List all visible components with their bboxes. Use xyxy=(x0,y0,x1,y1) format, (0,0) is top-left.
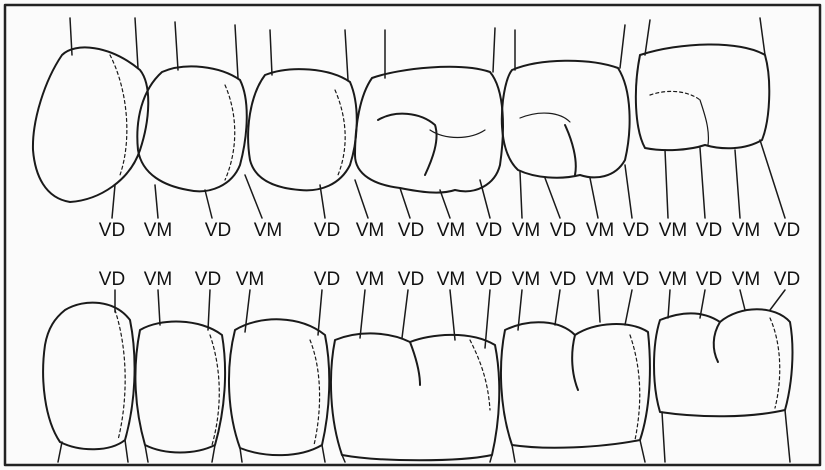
lower-label-5: VD xyxy=(314,270,340,289)
upper-label-9: VD xyxy=(476,221,502,240)
upper-label-3: VD xyxy=(205,221,231,240)
upper-label-6: VM xyxy=(356,221,385,240)
upper-label-2: VM xyxy=(144,221,173,240)
lower-label-4: VM xyxy=(236,270,265,289)
lower-tooth-1 xyxy=(43,303,134,450)
lower-label-7: VD xyxy=(398,270,424,289)
lower-tooth-3 xyxy=(229,319,329,455)
lower-leader-lines xyxy=(115,290,785,348)
upper-label-15: VD xyxy=(696,221,722,240)
lower-label-16: VM xyxy=(732,270,761,289)
lower-tooth-6 xyxy=(654,309,792,416)
upper-label-17: VD xyxy=(774,221,800,240)
upper-label-8: VM xyxy=(437,221,466,240)
lower-label-6: VM xyxy=(356,270,385,289)
upper-label-10: VM xyxy=(512,221,541,240)
upper-leader-lines xyxy=(112,140,785,218)
upper-label-16: VM xyxy=(732,221,761,240)
lower-label-8: VM xyxy=(437,270,466,289)
upper-label-5: VD xyxy=(314,221,340,240)
upper-tooth-1 xyxy=(33,47,148,202)
lower-label-2: VM xyxy=(144,270,173,289)
lower-label-3: VD xyxy=(195,270,221,289)
lower-label-12: VM xyxy=(586,270,615,289)
upper-label-7: VD xyxy=(398,221,424,240)
lower-label-15: VD xyxy=(696,270,722,289)
upper-label-1: VD xyxy=(99,221,125,240)
upper-tooth-6 xyxy=(636,44,769,150)
upper-label-4: VM xyxy=(254,221,283,240)
lower-label-14: VM xyxy=(659,270,688,289)
lower-label-1: VD xyxy=(99,270,125,289)
lower-label-17: VD xyxy=(774,270,800,289)
upper-tooth-4 xyxy=(355,67,503,193)
lower-label-13: VD xyxy=(623,270,649,289)
lower-label-9: VD xyxy=(476,270,502,289)
upper-tooth-3 xyxy=(248,69,357,190)
upper-label-12: VM xyxy=(586,221,615,240)
lower-label-11: VD xyxy=(550,270,576,289)
upper-teeth xyxy=(33,18,769,202)
upper-label-14: VM xyxy=(659,221,688,240)
lower-tooth-4 xyxy=(331,333,499,460)
upper-label-13: VD xyxy=(623,221,649,240)
lower-teeth xyxy=(43,303,792,462)
upper-label-11: VD xyxy=(550,221,576,240)
upper-tooth-2 xyxy=(137,66,246,191)
lower-label-10: VM xyxy=(512,270,541,289)
